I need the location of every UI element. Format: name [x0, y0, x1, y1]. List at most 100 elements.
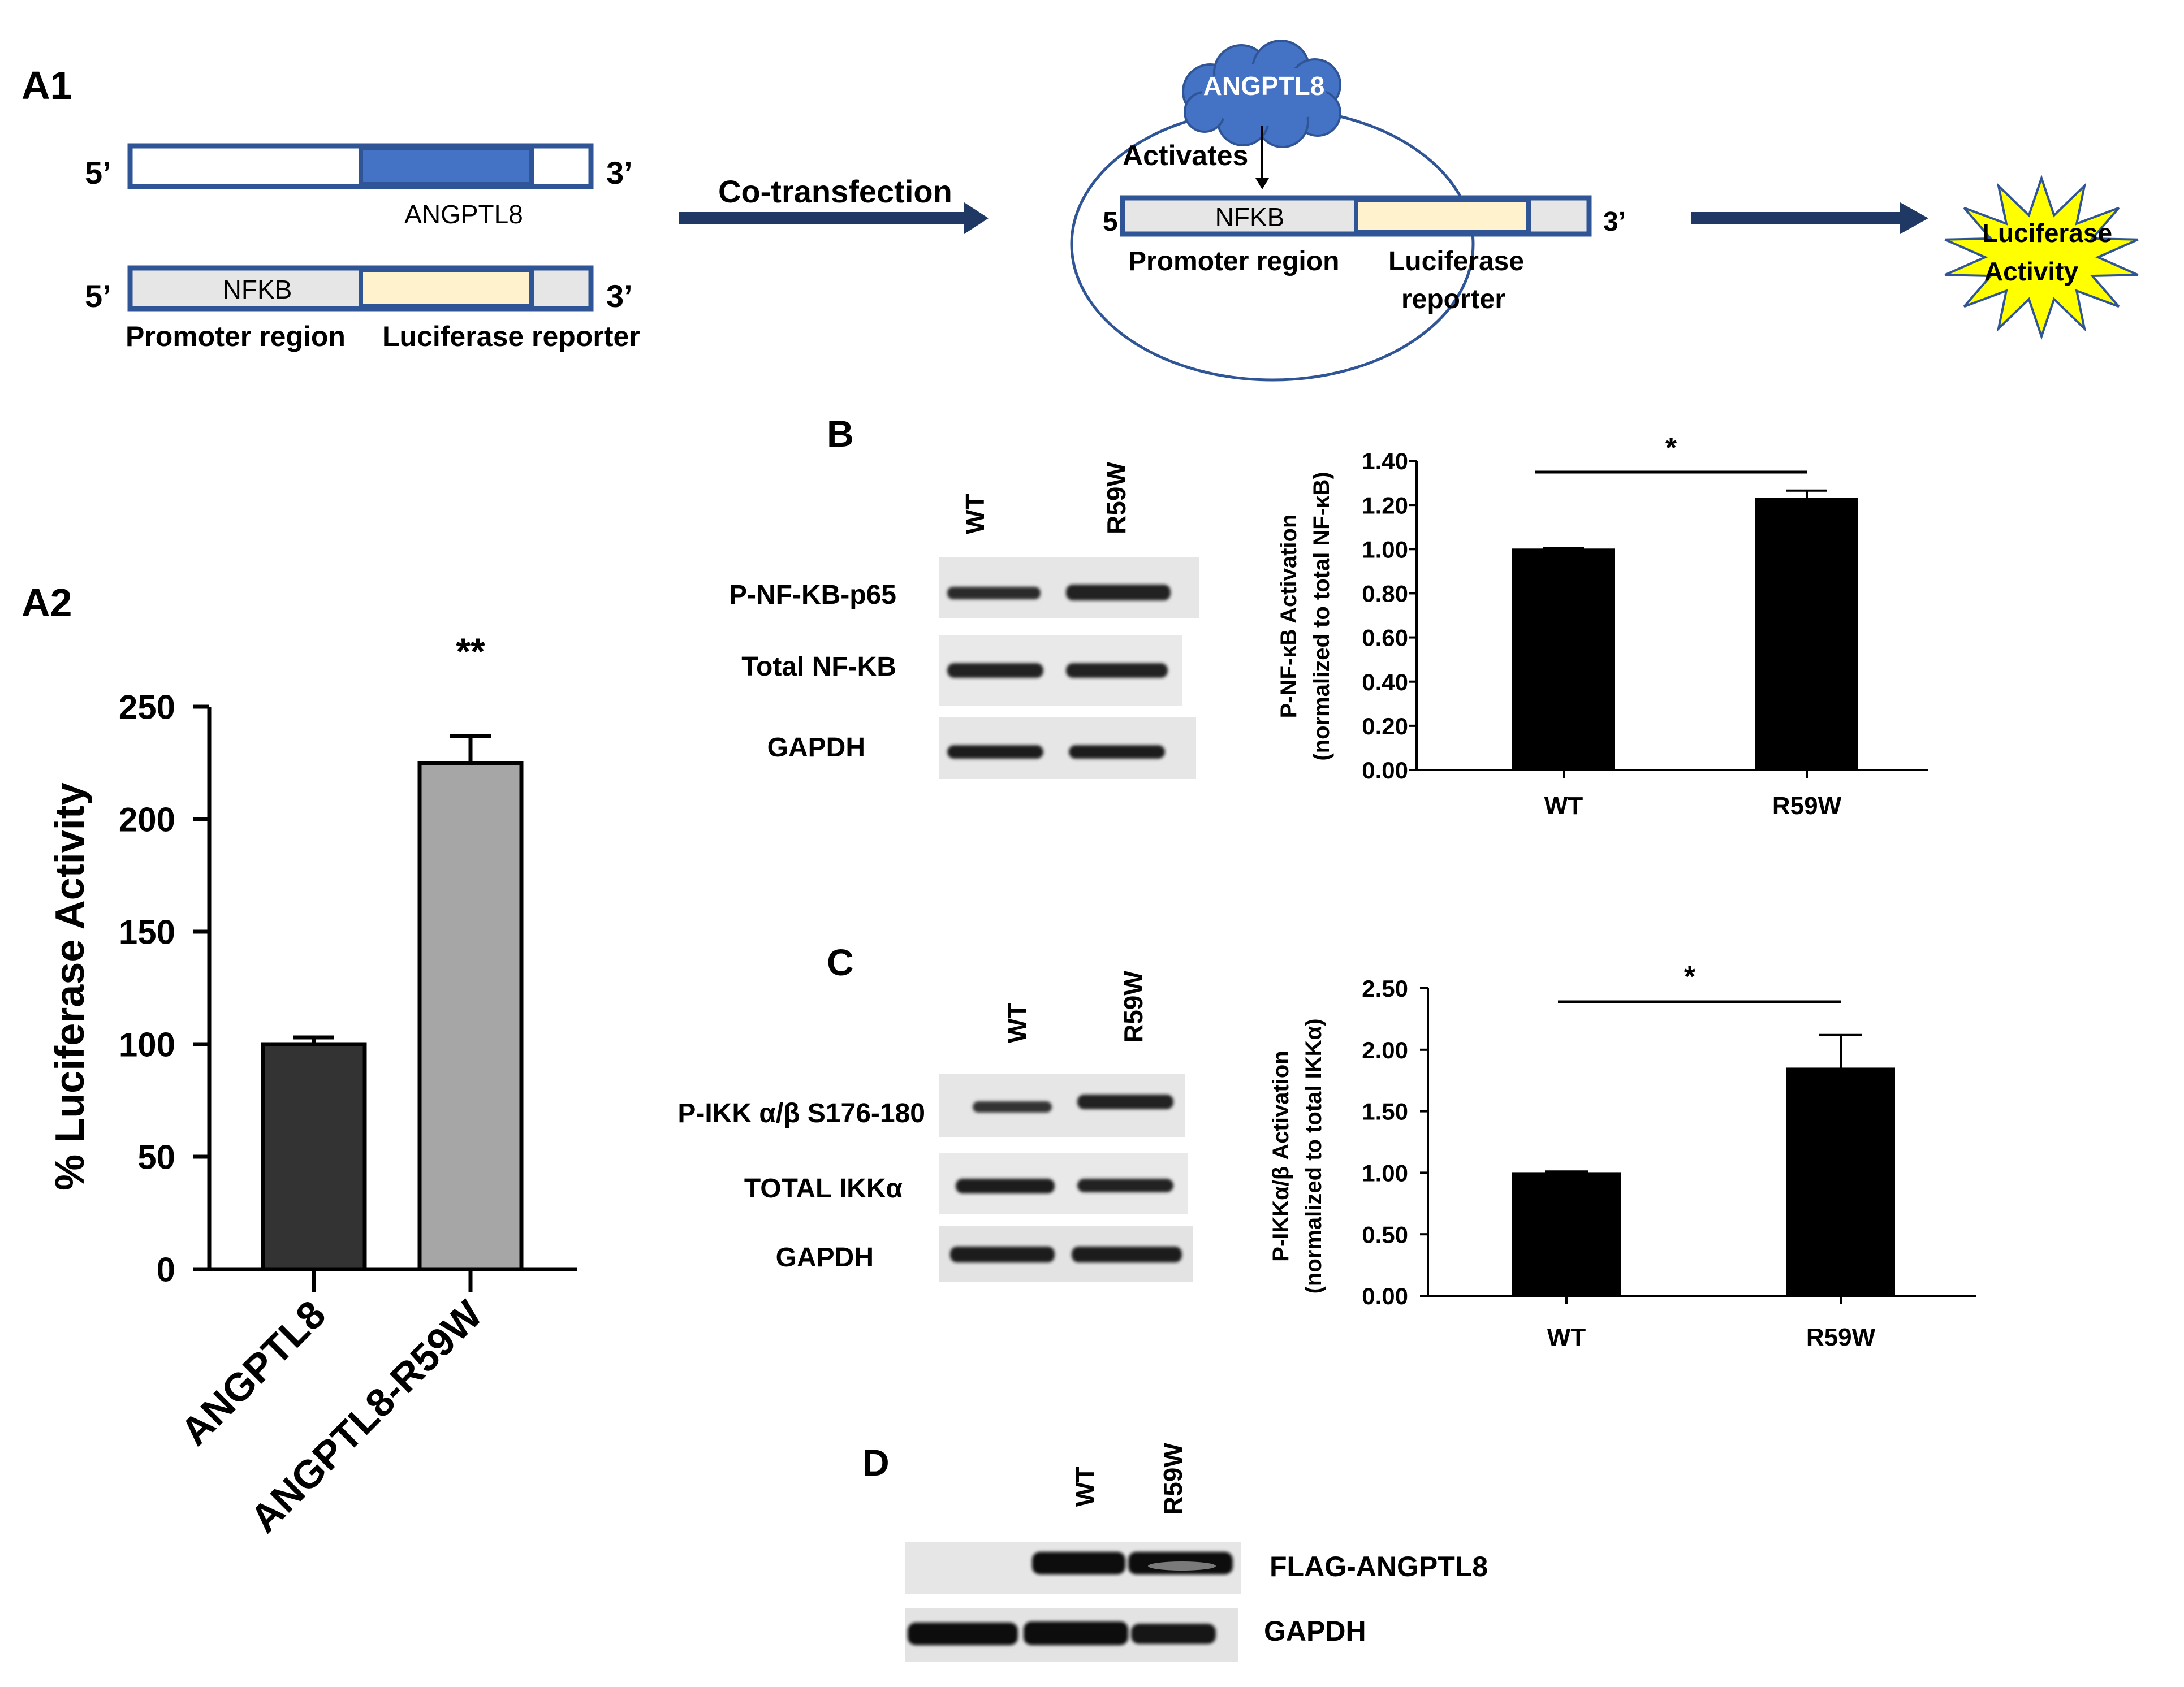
y-tick-label: 50 — [137, 1139, 175, 1176]
bar-wt — [1512, 548, 1615, 771]
panel-label-a2: A2 — [21, 581, 72, 625]
blot-b-lane-wt: WT — [960, 494, 990, 534]
chart-c: P-IKKα/β Activation (normalized to total… — [1268, 961, 1976, 1351]
blot-d-lane-r59w: R59W — [1158, 1443, 1188, 1515]
blot-b-band — [947, 663, 1043, 678]
panel-label-a1: A1 — [21, 63, 72, 107]
category-label: R59W — [1806, 1323, 1876, 1351]
activates-label: Activates — [1123, 140, 1248, 171]
arrow-head — [964, 202, 989, 234]
blot-d-row-flag: FLAG-ANGPTL8 — [1270, 1551, 1488, 1582]
bar-angptl8 — [261, 1042, 367, 1271]
chart-c-ylabel-line2: (normalized to total IKKα) — [1301, 1019, 1326, 1294]
western-blot-b: WT R59W P-NF-KB-p65 Total NF-KB GAPDH — [729, 462, 1199, 779]
blot-c-lane-r59w: R59W — [1119, 971, 1148, 1043]
arrow-head — [1900, 202, 1928, 234]
bar-wt — [1512, 1172, 1621, 1296]
western-blot-c: WT R59W P-IKK α/β S176-180 TOTAL IKKα GA… — [677, 971, 1193, 1282]
y-tick-label: 2.50 — [1362, 975, 1408, 1002]
bar-r59w — [1755, 498, 1858, 771]
three-prime-label: 3’ — [1603, 207, 1626, 237]
blot-c-row-gapdh: GAPDH — [776, 1243, 874, 1273]
y-tick-label: 1.50 — [1362, 1098, 1408, 1125]
cell-luciferase-label: Luciferase — [1388, 246, 1524, 276]
bar-angptl8-r59w — [417, 761, 524, 1271]
chart-a2: % Luciferase Activity ** 0 50 100 150 200 250… — [48, 630, 577, 1541]
blot-b-band — [947, 745, 1043, 759]
cloud-angptl8-label: ANGPTL8 — [1203, 71, 1325, 101]
blot-b-band — [1069, 745, 1165, 759]
y-tick-label: 1.20 — [1362, 492, 1408, 518]
y-tick-label: 0.20 — [1362, 713, 1408, 739]
arrow-shaft — [679, 212, 967, 224]
blot-b-band — [1066, 585, 1171, 600]
three-prime-label: 3’ — [606, 155, 633, 191]
blot-b-lane-r59w: R59W — [1102, 462, 1131, 534]
cell-reporter-label: reporter — [1401, 284, 1505, 314]
blot-c-band — [1072, 1247, 1182, 1262]
five-prime-label: 5’ — [85, 278, 111, 314]
five-prime-label: 5’ — [85, 155, 111, 191]
y-tick-label: 200 — [119, 801, 175, 839]
blot-b-row-p-nfkb: P-NF-KB-p65 — [729, 580, 896, 610]
starburst-shape — [1944, 174, 2139, 340]
blot-b-row-gapdh: GAPDH — [767, 733, 865, 763]
chart-c-significance: * — [1684, 961, 1696, 993]
blot-d-band — [1024, 1621, 1128, 1645]
chart-c-ylabel-line1: P-IKKα/β Activation — [1268, 1050, 1293, 1261]
y-tick-label: 150 — [119, 914, 175, 951]
chart-b: P-NF-κB Activation (normalized to total … — [1276, 432, 1928, 820]
western-blot-d: WT R59W FLAG-ANGPTL8 GAPDH — [905, 1443, 1488, 1662]
activates-arrow-head — [1255, 178, 1269, 189]
chart-a2-ylabel: % Luciferase Activity — [48, 782, 93, 1191]
y-tick-label: 250 — [119, 689, 175, 726]
y-tick-label: 0.60 — [1362, 625, 1408, 651]
blot-c-row-total-ikka: TOTAL IKKα — [744, 1174, 903, 1204]
blot-d-band — [1131, 1624, 1216, 1644]
chart-b-ylabel-line2: (normalized to total NF-κB) — [1309, 472, 1334, 760]
y-tick-label: 0.40 — [1362, 669, 1408, 695]
blot-c-band — [1077, 1095, 1173, 1109]
angptl8-cloud — [1182, 40, 1341, 148]
y-tick-label: 0.00 — [1362, 757, 1408, 784]
starburst-text-line1: Luciferase — [1982, 218, 2112, 248]
cell-diagram: ANGPTL8 Activates 5’ NFKB 3’ Promoter re… — [1070, 40, 1626, 382]
bar-r59w — [1786, 1067, 1895, 1296]
blot-b-band — [947, 587, 1041, 599]
nfkb-segment-label: NFKB — [223, 275, 292, 304]
y-tick-label: 2.00 — [1362, 1037, 1408, 1063]
y-tick-label: 1.40 — [1362, 448, 1408, 474]
category-label: R59W — [1772, 792, 1842, 820]
y-tick-label: 0.80 — [1362, 581, 1408, 607]
luciferase-activity-starburst: Luciferase Activity — [1944, 174, 2139, 340]
y-tick-label: 0 — [157, 1251, 175, 1289]
chart-b-ylabel-line1: P-NF-κB Activation — [1276, 514, 1301, 719]
angptl8-gene-label: ANGPTL8 — [404, 200, 523, 229]
category-label: WT — [1544, 792, 1583, 820]
blot-d-band-highlight — [1148, 1561, 1216, 1571]
arrow-shaft — [1691, 212, 1903, 224]
chart-a2-significance: ** — [456, 630, 485, 672]
chart-b-significance: * — [1665, 432, 1677, 465]
blot-c-band — [1077, 1179, 1173, 1192]
category-label: WT — [1547, 1323, 1586, 1351]
cell-nfkb-label: NFKB — [1215, 202, 1285, 232]
starburst-text-line2: Activity — [1984, 257, 2079, 286]
panel-label-d: D — [862, 1442, 890, 1483]
category-label: ANGPTL8 — [172, 1292, 334, 1454]
three-prime-label: 3’ — [606, 278, 633, 314]
blot-c-band — [956, 1179, 1055, 1193]
panel-label-c: C — [827, 941, 854, 983]
y-tick-label: 0.00 — [1362, 1283, 1408, 1309]
y-tick-label: 100 — [119, 1026, 175, 1064]
cell-promoter-label: Promoter region — [1128, 246, 1339, 276]
blot-b-band — [1066, 663, 1168, 678]
luciferase-reporter-label: Luciferase reporter — [382, 321, 640, 352]
y-tick-label: 1.00 — [1362, 536, 1408, 563]
blot-b-row-total-nfkb: Total NF-KB — [741, 652, 896, 682]
blot-d-band — [908, 1623, 1018, 1645]
blot-c-row-p-ikk: P-IKK α/β S176-180 — [677, 1098, 925, 1128]
reporter-segment — [359, 268, 534, 309]
